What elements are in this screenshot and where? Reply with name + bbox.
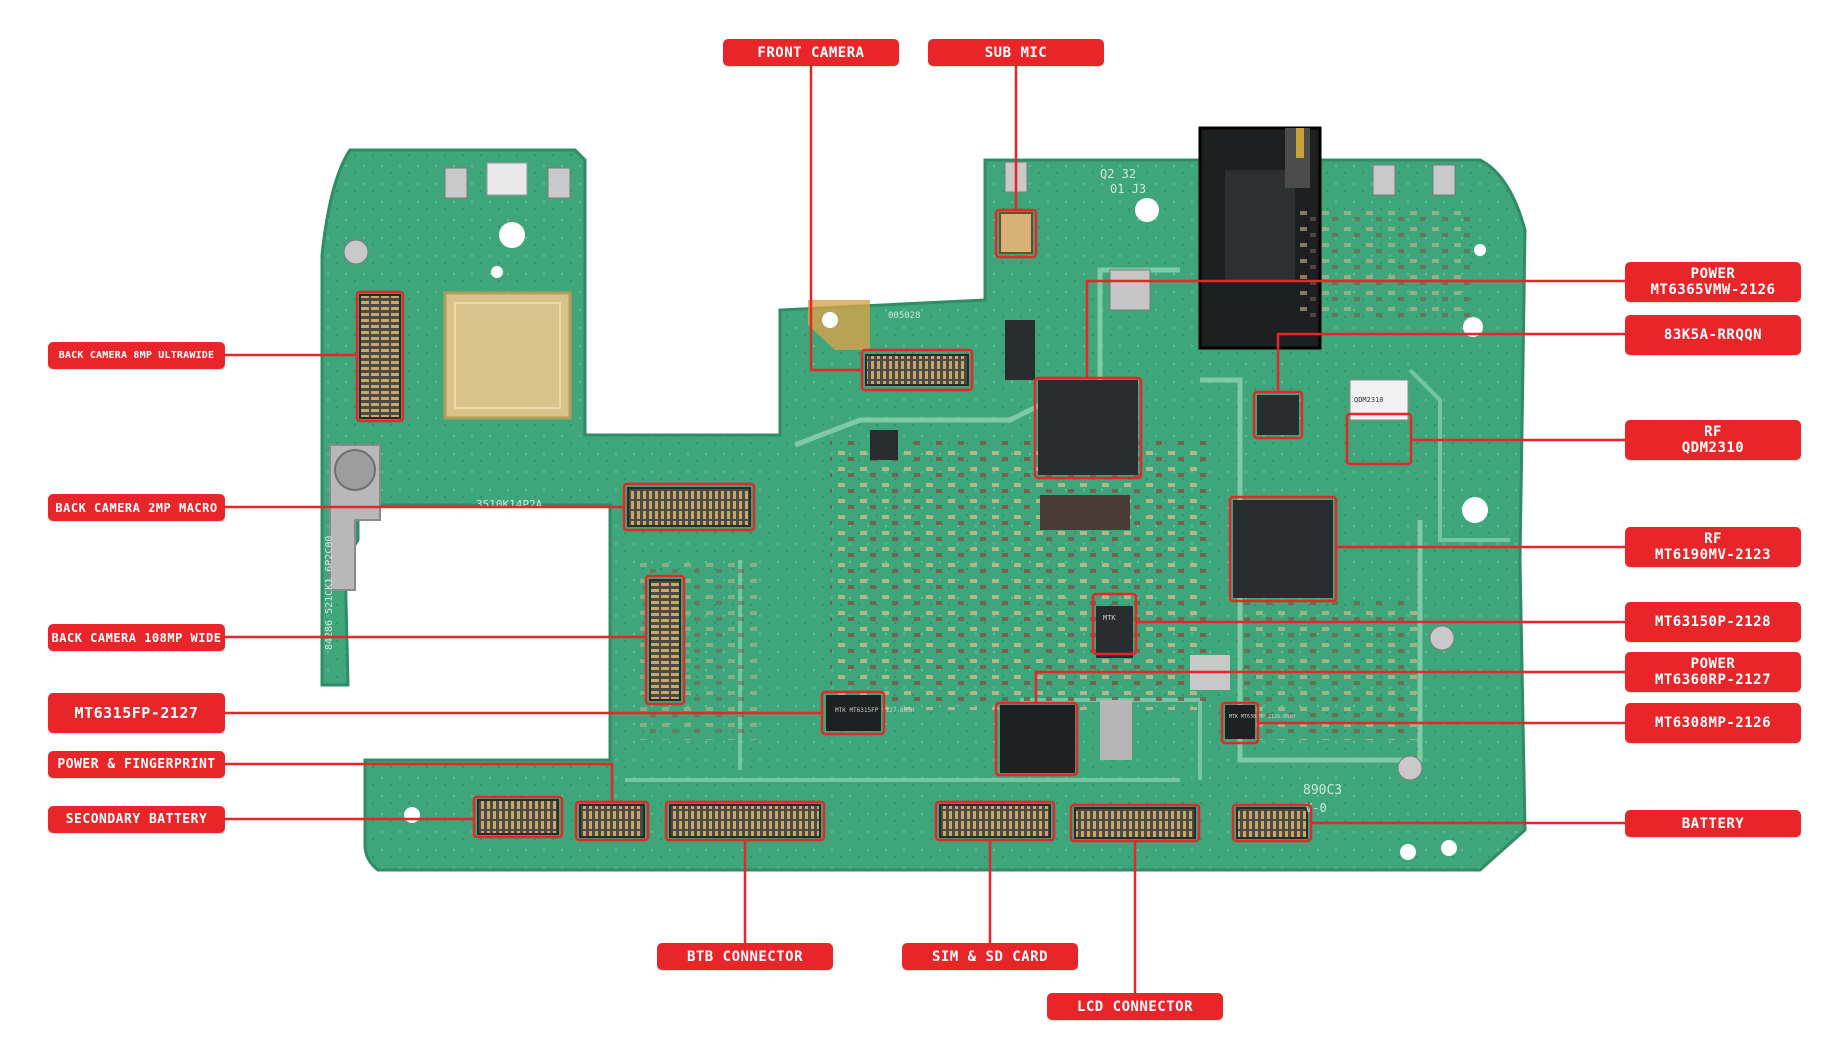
label-btb-connector-text: BTB CONNECTOR	[686, 948, 804, 965]
label-back-camera-108mp-text: BACK CAMERA 108MP WIDE	[51, 630, 222, 645]
label-mt6308mp: MT6308MP-2126	[1625, 703, 1801, 743]
chip-mt6308-text: MTK MT6308MP 2126-BNAH	[1229, 714, 1295, 720]
leader-83k5a	[1276, 332, 1625, 392]
label-back-camera-8mp-text: BACK CAMERA 8MP ULTRAWIDE	[58, 349, 215, 361]
label-power-pmic-2-part: MT6360RP-2127	[1654, 672, 1772, 688]
silkscreen-text-3: V-0	[1305, 801, 1327, 815]
label-rf-mt6190-title: RF	[1704, 531, 1722, 547]
label-83k5a: 83K5A-RRQQN	[1625, 315, 1801, 355]
leader-front-camera	[809, 66, 862, 372]
label-rf-qdm2310: RF QDM2310	[1625, 420, 1801, 460]
label-rf-qdm2310-title: RF	[1704, 424, 1722, 440]
leader-pmic-1	[1085, 279, 1625, 378]
silkscreen-text-side: 84286 521CK1 6P2C00	[324, 536, 335, 650]
leader-power-fingerprint	[225, 762, 614, 802]
silkscreen-text-6: 01 J3	[1110, 182, 1146, 196]
label-power-fingerprint: POWER & FINGERPRINT	[48, 751, 225, 778]
label-btb-connector: BTB CONNECTOR	[657, 943, 833, 970]
leader-pmic-2	[1034, 670, 1625, 703]
label-power-pmic-2: POWER MT6360RP-2127	[1625, 652, 1801, 692]
label-front-camera-text: FRONT CAMERA	[757, 44, 865, 61]
highlight-back-camera-108mp	[644, 574, 686, 706]
label-sub-mic-text: SUB MIC	[984, 44, 1048, 61]
label-power-pmic-1: POWER MT6365VMW-2126	[1625, 262, 1801, 302]
highlight-secondary-battery	[472, 795, 564, 839]
label-mt63150p-text: MT63150P-2128	[1654, 614, 1772, 630]
label-battery-text: BATTERY	[1681, 815, 1745, 832]
label-back-camera-108mp: BACK CAMERA 108MP WIDE	[48, 624, 225, 651]
label-back-camera-8mp: BACK CAMERA 8MP ULTRAWIDE	[48, 342, 225, 369]
label-sub-mic: SUB MIC	[928, 39, 1104, 66]
label-lcd-connector-text: LCD CONNECTOR	[1076, 998, 1194, 1015]
chip-mt63150-text: MTK	[1103, 614, 1116, 622]
label-mt6315fp: MT6315FP-2127	[48, 693, 225, 733]
label-lcd-connector: LCD CONNECTOR	[1047, 993, 1223, 1020]
label-rf-mt6190: RF MT6190MV-2123	[1625, 527, 1801, 567]
label-power-pmic-1-title: POWER	[1690, 266, 1736, 282]
label-83k5a-text: 83K5A-RRQQN	[1663, 327, 1763, 343]
silkscreen-text-4: 005028	[888, 311, 921, 321]
label-battery: BATTERY	[1625, 810, 1801, 837]
label-mt6315fp-text: MT6315FP-2127	[74, 704, 199, 722]
label-rf-mt6190-part: MT6190MV-2123	[1654, 547, 1772, 563]
label-power-pmic-1-part: MT6365VMW-2126	[1650, 282, 1776, 298]
silkscreen-text-5: Q2 32	[1100, 167, 1136, 181]
label-power-pmic-2-title: POWER	[1690, 656, 1736, 672]
label-rf-qdm2310-part: QDM2310	[1681, 440, 1745, 456]
label-front-camera: FRONT CAMERA	[723, 39, 899, 66]
pcb-board: MTK MT6315FP 2127-BNGH MTK MT6308MP 2126…	[320, 126, 1527, 872]
chip-qdm-text: QDM2310	[1354, 396, 1384, 404]
highlight-mt6190	[1228, 495, 1338, 603]
label-back-camera-2mp-text: BACK CAMERA 2MP MACRO	[55, 500, 218, 515]
label-sim-sd-card: SIM & SD CARD	[902, 943, 1078, 970]
label-power-fingerprint-text: POWER & FINGERPRINT	[57, 756, 216, 772]
label-secondary-battery-text: SECONDARY BATTERY	[65, 811, 208, 827]
highlight-back-camera-8mp	[355, 290, 405, 423]
highlight-sim-sd	[934, 800, 1056, 842]
silkscreen-text-1: 3510K14P2A	[476, 498, 543, 511]
label-secondary-battery: SECONDARY BATTERY	[48, 806, 225, 833]
label-back-camera-2mp: BACK CAMERA 2MP MACRO	[48, 494, 225, 521]
highlight-mt63150	[1091, 592, 1138, 656]
leader-lines	[225, 66, 1625, 993]
silkscreen-text-2: 890C3	[1303, 783, 1342, 798]
label-sim-sd-card-text: SIM & SD CARD	[931, 948, 1049, 965]
label-mt63150p: MT63150P-2128	[1625, 602, 1801, 642]
label-mt6308mp-text: MT6308MP-2126	[1654, 715, 1772, 731]
chip-mt6315-text: MTK MT6315FP 2127-BNGH	[835, 707, 915, 714]
